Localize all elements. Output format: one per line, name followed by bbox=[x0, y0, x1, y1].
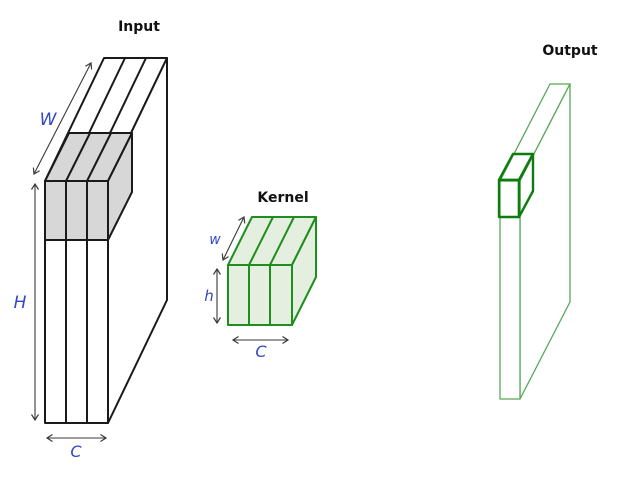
output-unit-front-face bbox=[497, 178, 521, 219]
kernel-height-label: h bbox=[204, 287, 214, 305]
kernel-channels-label: C bbox=[255, 342, 267, 361]
input-title: Input bbox=[118, 19, 160, 35]
kernel-width-arrow bbox=[221, 215, 246, 262]
kernel-width-label: w bbox=[209, 232, 221, 248]
kernel-title: Kernel bbox=[257, 190, 308, 206]
kernel-front-face bbox=[227, 264, 293, 326]
input-tensor: Input W H C bbox=[14, 19, 168, 461]
output-title: Output bbox=[542, 43, 598, 59]
kernel-top-channel-divider-1 bbox=[248, 216, 274, 266]
input-channels-label: C bbox=[70, 442, 82, 461]
output-unit bbox=[497, 152, 535, 219]
receptive-field-front-face bbox=[44, 180, 109, 241]
kernel-top-channel-divider-2 bbox=[269, 216, 295, 266]
kernel-tensor: Kernel w h C bbox=[204, 190, 317, 361]
input-width-label: W bbox=[40, 110, 58, 130]
input-height-label: H bbox=[14, 293, 27, 313]
output-tensor: Output bbox=[497, 43, 598, 400]
input-width-arrow bbox=[32, 62, 93, 175]
output-front-face bbox=[499, 180, 521, 400]
